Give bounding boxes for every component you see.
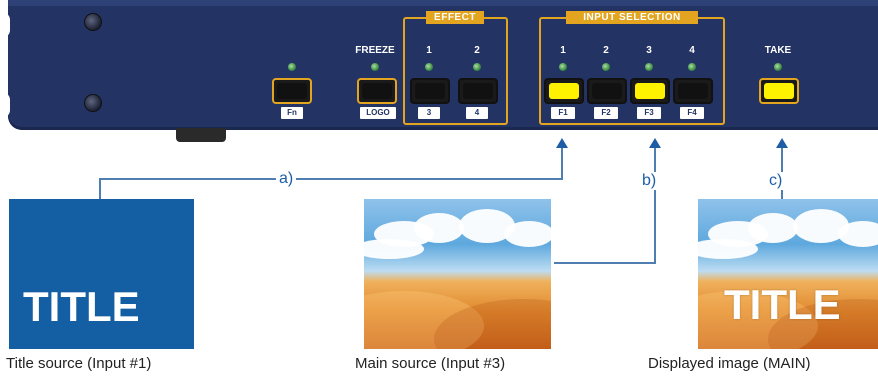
freeze-led <box>371 63 379 71</box>
input-3-label: 3 <box>646 45 652 56</box>
input-4-led <box>688 63 696 71</box>
input-3-button[interactable] <box>630 78 670 104</box>
title-source-text: TITLE <box>23 283 140 330</box>
effect-1-led <box>425 63 433 71</box>
panel-foot <box>176 128 226 142</box>
input-selection-title: INPUT SELECTION <box>566 11 698 24</box>
line-b-up <box>654 148 656 264</box>
input-2-led <box>602 63 610 71</box>
fn-led <box>288 63 296 71</box>
fn-button[interactable] <box>272 78 312 104</box>
input-1-button[interactable] <box>544 78 584 104</box>
effect-title: EFFECT <box>426 11 484 24</box>
logo-tag: LOGO <box>360 107 396 119</box>
arrow-b-icon <box>649 138 661 148</box>
input-1-label: 1 <box>560 45 566 56</box>
callout-a: a) <box>276 170 297 188</box>
line-a-up <box>561 148 563 180</box>
displayed-image: TITLE <box>698 199 878 349</box>
effect-2-button[interactable] <box>458 78 498 104</box>
callout-c: c) <box>766 172 786 190</box>
input-2-label: 2 <box>603 45 609 56</box>
effect-1-button[interactable] <box>410 78 450 104</box>
main-source-caption: Main source (Input #3) <box>355 355 506 372</box>
line-a-riser <box>99 178 101 199</box>
take-label: TAKE <box>764 45 792 56</box>
f1-tag: F1 <box>551 107 575 119</box>
f2-tag: F2 <box>594 107 618 119</box>
effect-1-label: 1 <box>426 45 432 56</box>
title-source-caption: Title source (Input #1) <box>6 355 152 372</box>
input-2-button[interactable] <box>587 78 627 104</box>
rack-hole-bottom <box>0 92 10 118</box>
effect-1-tag: 3 <box>418 107 440 119</box>
line-a-horizontal <box>99 178 563 180</box>
panel-top-edge <box>8 0 878 6</box>
effect-2-tag: 4 <box>466 107 488 119</box>
title-source-image: TITLE <box>9 199 194 349</box>
line-b-horizontal <box>554 262 656 264</box>
rack-hole-top <box>0 12 10 38</box>
f4-tag: F4 <box>680 107 704 119</box>
effect-2-led <box>473 63 481 71</box>
screw-bottom-icon <box>84 94 102 112</box>
displayed-overlay-text: TITLE <box>724 281 841 328</box>
arrow-a-icon <box>556 138 568 148</box>
fn-tag: Fn <box>281 107 303 119</box>
input-4-button[interactable] <box>673 78 713 104</box>
take-led <box>774 63 782 71</box>
input-1-led <box>559 63 567 71</box>
displayed-image-caption: Displayed image (MAIN) <box>648 355 811 372</box>
effect-2-label: 2 <box>474 45 480 56</box>
input-4-label: 4 <box>689 45 695 56</box>
f3-tag: F3 <box>637 107 661 119</box>
freeze-label: FREEZE <box>355 45 395 56</box>
take-button[interactable] <box>759 78 799 104</box>
input-3-led <box>645 63 653 71</box>
arrow-c-icon <box>776 138 788 148</box>
freeze-button[interactable] <box>357 78 397 104</box>
main-source-image <box>364 199 551 349</box>
callout-b: b) <box>639 172 660 190</box>
screw-top-icon <box>84 13 102 31</box>
